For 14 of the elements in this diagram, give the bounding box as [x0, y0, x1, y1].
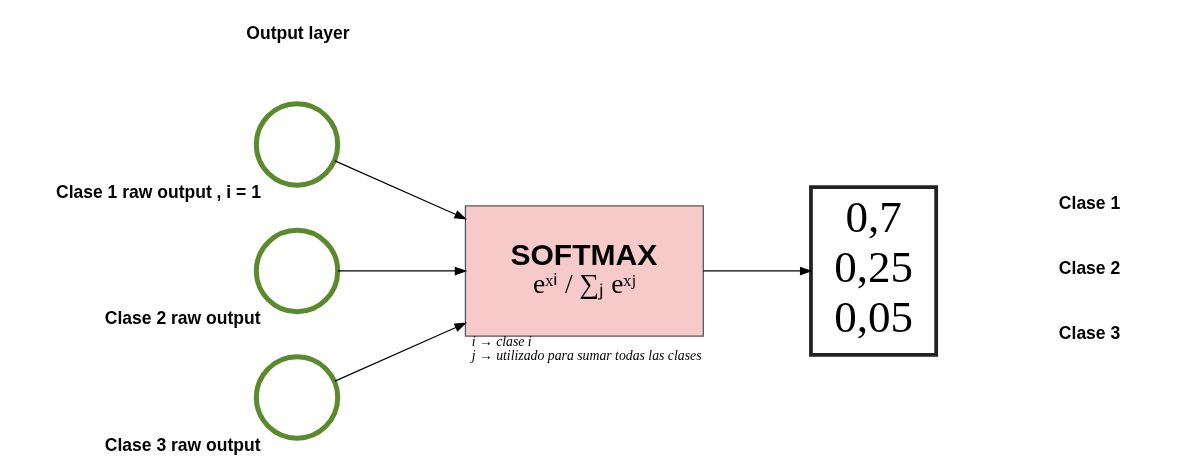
arrow	[336, 266, 467, 276]
node-label: j → utilizado para sumar todas las clases	[471, 347, 702, 363]
arrow	[333, 322, 467, 382]
label: Output layer	[245, 23, 349, 43]
arrow	[333, 160, 467, 220]
node-box: 0,7 0,25 0,05	[808, 185, 938, 357]
arrow	[702, 266, 812, 276]
label: Clase 3	[1058, 323, 1120, 344]
label: Clase 1	[1058, 193, 1120, 214]
node-label: Clase 1 raw output , i = 1	[55, 182, 261, 202]
node-box: SOFTMAX eˣⁱ / ∑ⱼ eˣʲ	[464, 205, 704, 337]
node-label: Clase 2 raw output	[104, 308, 261, 329]
label: Clase 2	[1058, 258, 1120, 279]
node-label: Clase 3 raw output	[104, 434, 261, 455]
